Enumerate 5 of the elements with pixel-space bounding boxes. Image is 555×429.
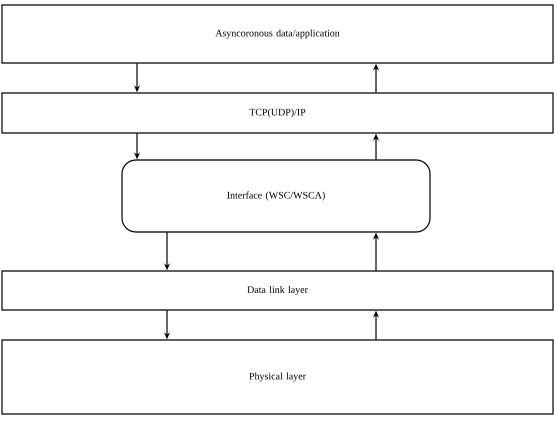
layer-box: Physical layer bbox=[1, 339, 554, 415]
layer-box: Data link layer bbox=[1, 270, 554, 311]
interface-box: Interface (WSC/WSCA) bbox=[121, 159, 431, 233]
layer-box: Asyncoronous data/application bbox=[1, 4, 554, 64]
layer-box: TCP(UDP)/IP bbox=[1, 92, 554, 134]
